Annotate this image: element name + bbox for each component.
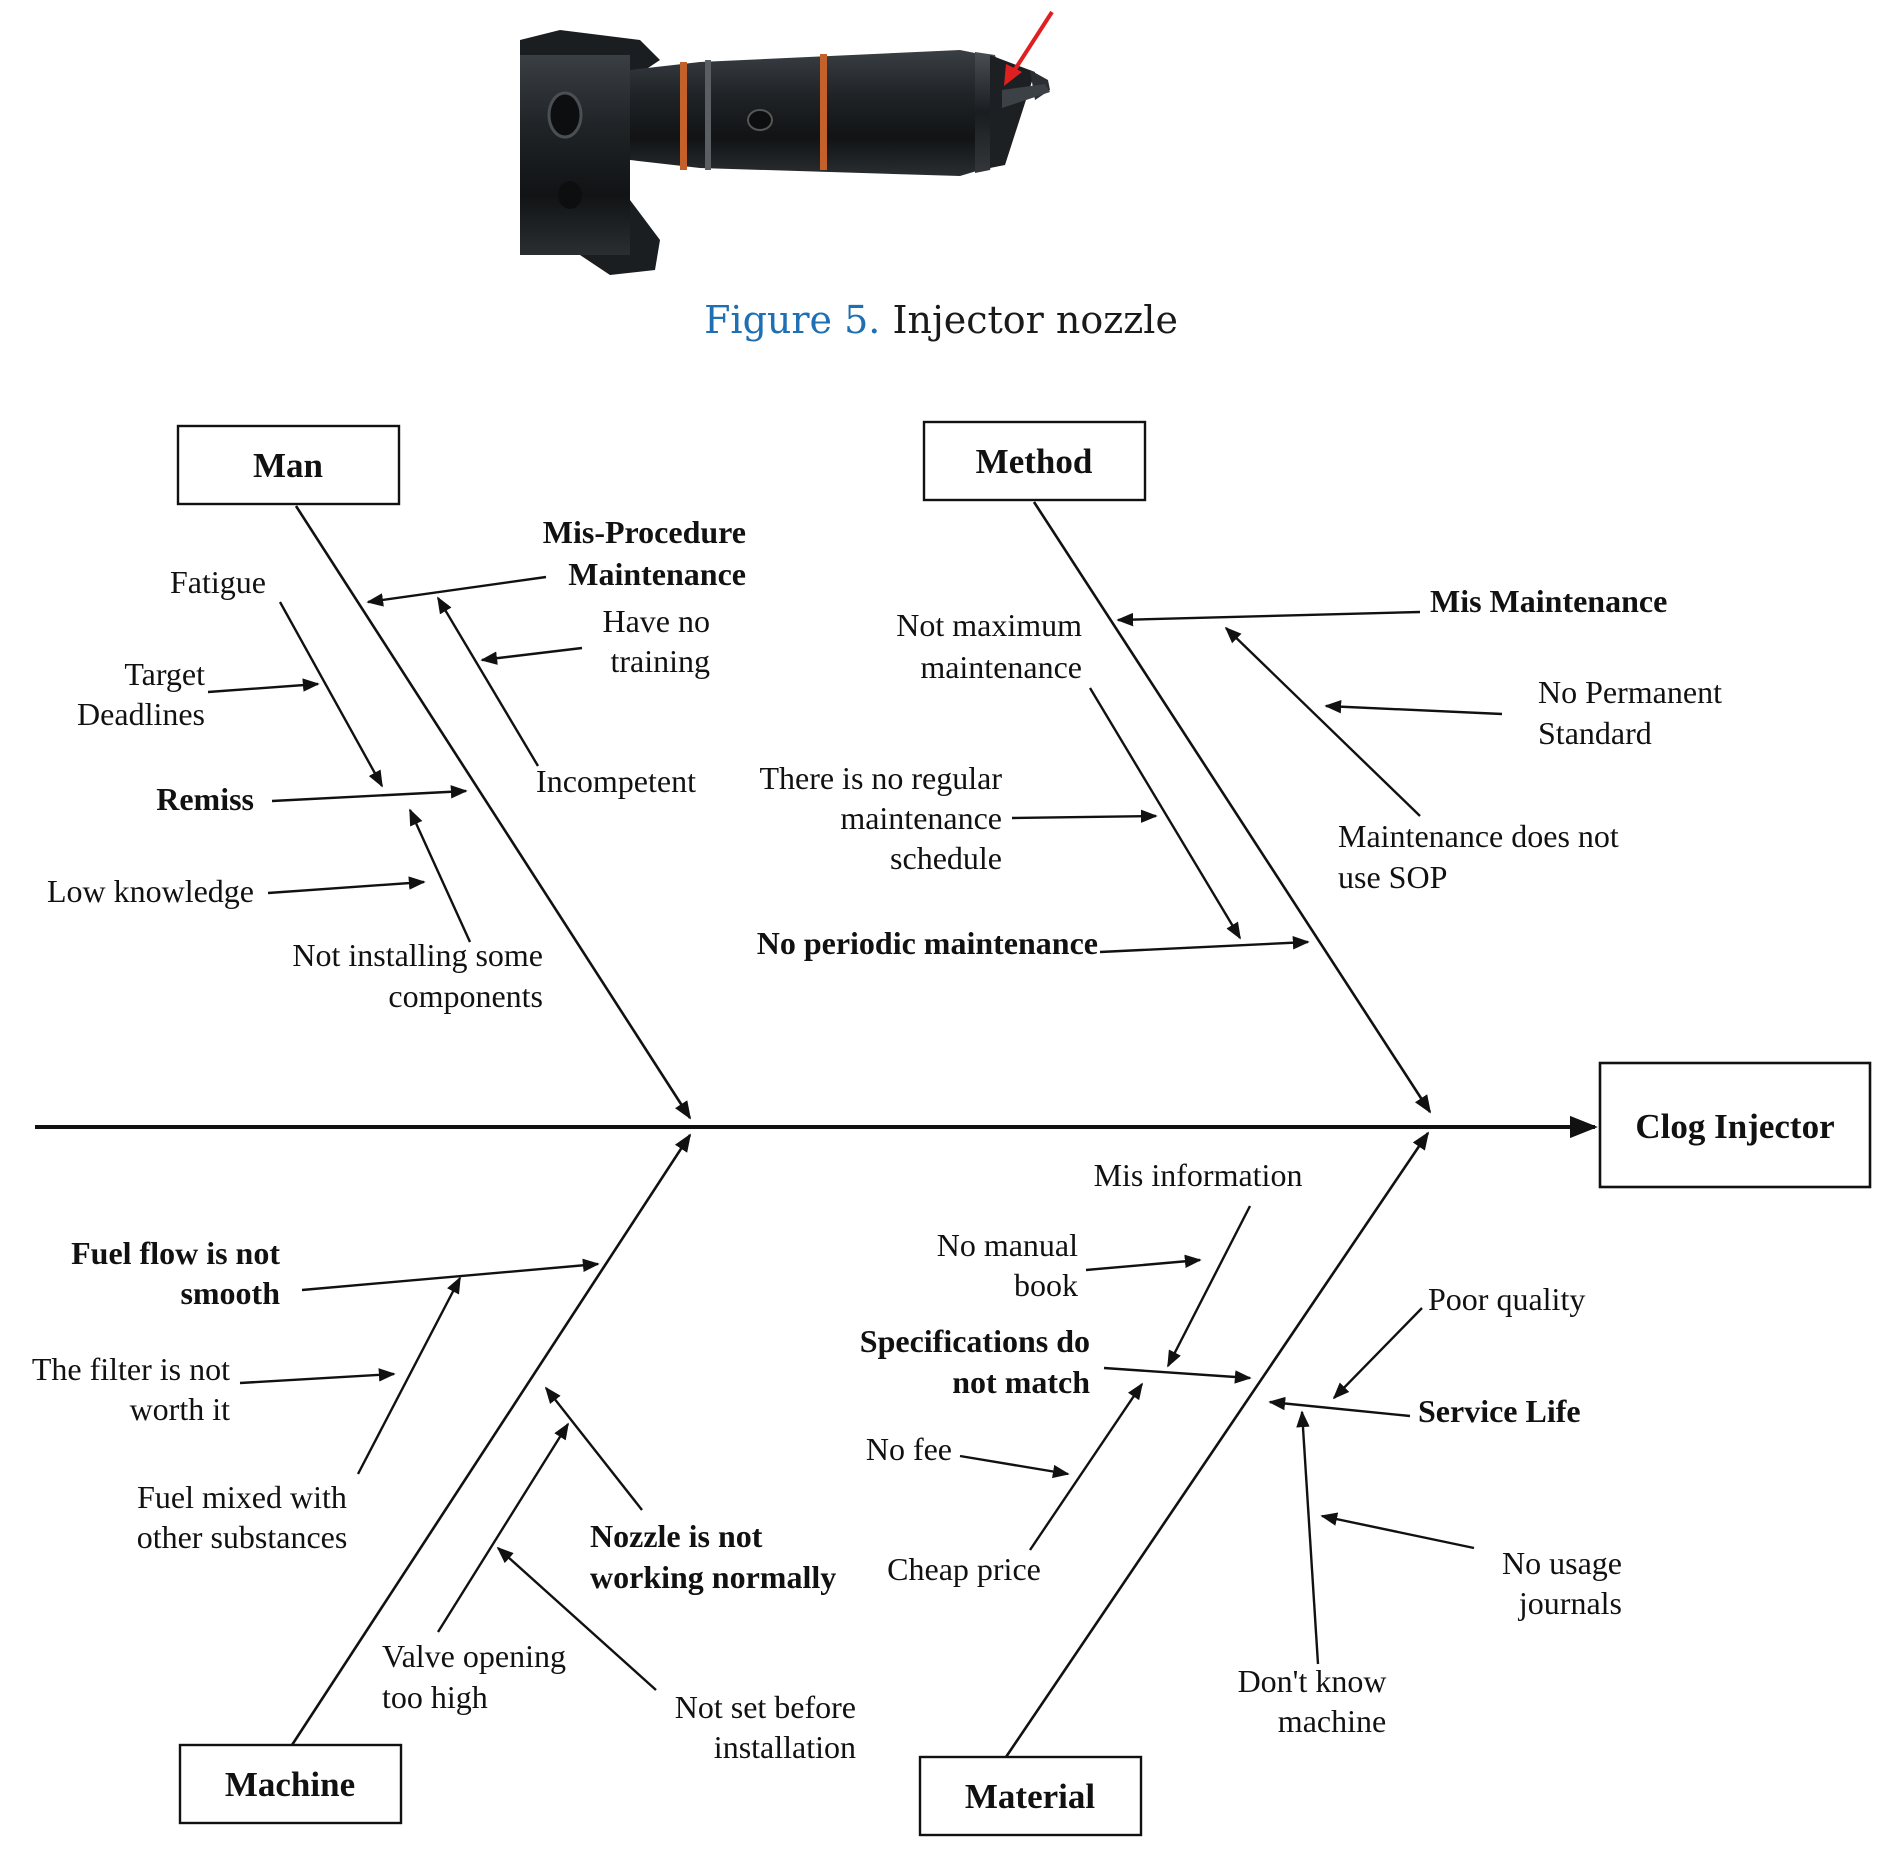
man-bone [294, 505, 692, 1120]
cause-not-set-2: installation [714, 1729, 856, 1765]
cause-valve-2: too high [382, 1679, 488, 1715]
category-method-label: Method [976, 442, 1093, 481]
cause-fuel-flow-1: Fuel flow is not [71, 1235, 280, 1271]
cause-mixed-2: other substances [137, 1519, 348, 1555]
nozzle-image [520, 10, 1054, 275]
cause-dont-know-1: Don't know [1238, 1663, 1387, 1699]
method-bone [1032, 501, 1432, 1114]
cause-incompetent: Incompetent [536, 763, 696, 799]
effect-box: Clog Injector [1598, 1061, 1872, 1189]
cause-no-training-1: Have no [602, 603, 710, 639]
method-causes: Not maximum maintenance There is no regu… [757, 583, 1722, 961]
machine-causes: Fuel flow is not smooth The filter is no… [32, 1235, 856, 1765]
cause-not-max-1: Not maximum [896, 607, 1082, 643]
cause-remiss: Remiss [156, 781, 254, 817]
category-man: Man [176, 424, 401, 506]
cause-valve-1: Valve opening [382, 1638, 566, 1674]
cause-not-max-2: maintenance [920, 649, 1082, 685]
cause-mis-information: Mis information [1094, 1157, 1303, 1193]
figure-caption: Figure 5. Injector nozzle [0, 298, 1882, 342]
cause-not-installing-2: components [388, 978, 543, 1014]
cause-spec-2: not match [952, 1364, 1090, 1400]
cause-filter-1: The filter is not [32, 1351, 230, 1387]
category-method: Method [922, 420, 1147, 502]
category-material-label: Material [965, 1777, 1095, 1816]
category-machine-label: Machine [225, 1765, 355, 1804]
cause-service-life: Service Life [1418, 1393, 1581, 1429]
effect-label: Clog Injector [1635, 1107, 1834, 1146]
figure-number: Figure 5. [704, 298, 881, 342]
cause-manual-2: book [1014, 1267, 1078, 1303]
cause-mis-maintenance: Mis Maintenance [1430, 583, 1667, 619]
category-material: Material [918, 1755, 1143, 1837]
cause-low-knowledge: Low knowledge [47, 873, 254, 909]
cause-nozzle-1: Nozzle is not [590, 1518, 763, 1554]
cause-misprocedure-1: Mis-Procedure [543, 514, 746, 550]
cause-filter-2: worth it [130, 1391, 231, 1427]
cause-not-set-1: Not set before [675, 1689, 856, 1725]
cause-no-permanent-1: No Permanent [1538, 674, 1722, 710]
cause-no-sop-1: Maintenance does not [1338, 818, 1619, 854]
cause-fatigue: Fatigue [170, 564, 266, 600]
cause-not-installing-1: Not installing some [292, 937, 543, 973]
man-causes: Fatigue Target Deadlines Remiss Low know… [47, 514, 746, 1014]
cause-nozzle-2: working normally [590, 1559, 836, 1595]
cause-no-fee: No fee [866, 1431, 952, 1467]
cause-cheap-price: Cheap price [887, 1551, 1041, 1587]
cause-no-training-2: training [610, 643, 710, 679]
cause-target-1: Target [124, 656, 205, 692]
cause-no-periodic: No periodic maintenance [757, 925, 1098, 961]
cause-fuel-flow-2: smooth [180, 1275, 280, 1311]
cause-misprocedure-2: Maintenance [568, 556, 746, 592]
cause-mixed-1: Fuel mixed with [137, 1479, 347, 1515]
cause-spec-1: Specifications do [860, 1323, 1090, 1359]
cause-journals-2: journals [1518, 1585, 1622, 1621]
cause-manual-1: No manual [937, 1227, 1078, 1263]
cause-target-2: Deadlines [77, 696, 205, 732]
cause-poor-quality: Poor quality [1428, 1281, 1585, 1317]
category-machine: Machine [178, 1743, 403, 1825]
category-man-label: Man [253, 446, 323, 485]
cause-no-regular-2: maintenance [840, 800, 1002, 836]
figure-title: Injector nozzle [892, 298, 1178, 342]
cause-no-regular-1: There is no regular [759, 760, 1002, 796]
cause-no-regular-3: schedule [890, 840, 1002, 876]
cause-dont-know-2: machine [1278, 1703, 1386, 1739]
material-bone [1004, 1131, 1430, 1758]
cause-journals-1: No usage [1502, 1545, 1622, 1581]
cause-no-permanent-2: Standard [1538, 715, 1652, 751]
injector-nozzle-photo [520, 10, 1054, 275]
machine-bone [290, 1133, 692, 1746]
cause-no-sop-2: use SOP [1338, 859, 1447, 895]
material-causes: Mis information No manual book Specifica… [860, 1157, 1622, 1739]
